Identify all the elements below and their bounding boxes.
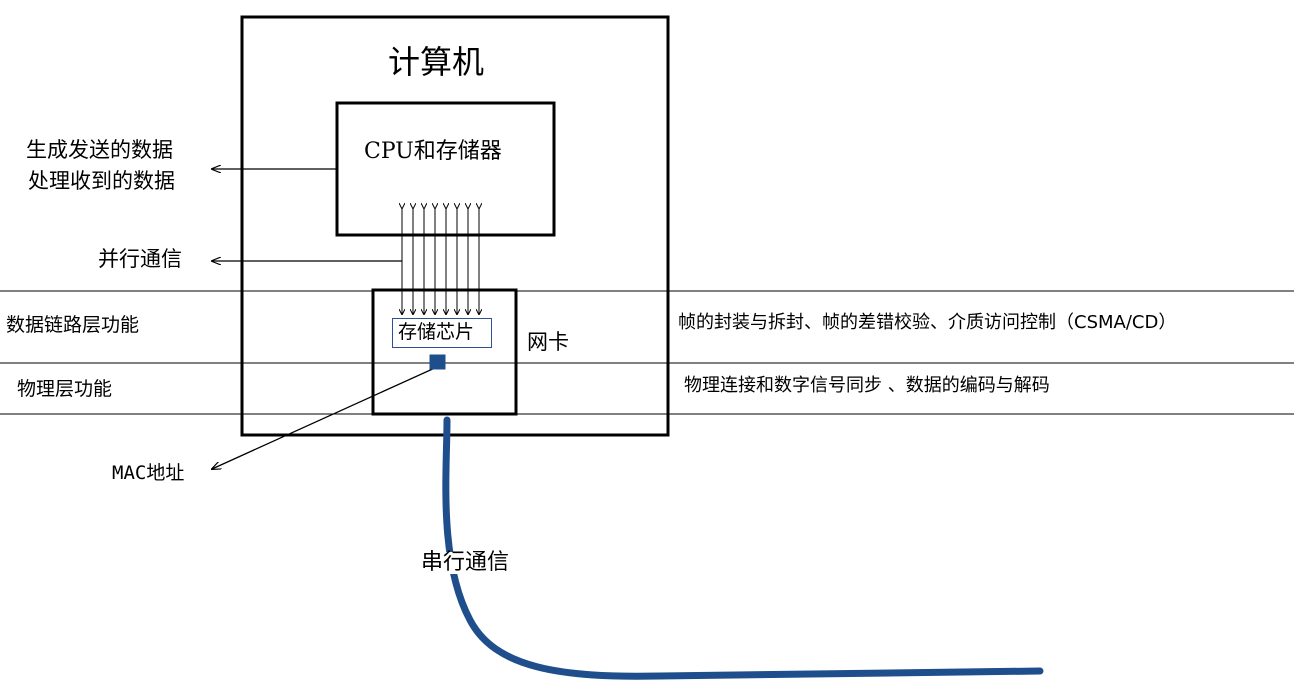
mac-annotation-arrow <box>212 366 438 469</box>
network-card-box <box>371 288 518 416</box>
computer-box <box>240 15 670 437</box>
physical-layer-label: 物理层功能 <box>17 378 113 400</box>
parallel-bus-arrows <box>402 208 479 314</box>
storage-chip-label: 存储芯片 <box>398 321 475 343</box>
parallel-comm-label: 并行通信 <box>98 247 182 271</box>
cpu-memory-label: CPU和存储器 <box>364 139 502 164</box>
data-link-functions: 帧的封装与拆封、帧的差错校验、介质访问控制（CSMA/CD） <box>678 312 1177 333</box>
mac-address-label: MAC地址 <box>112 462 185 484</box>
generate-data-label: 生成发送的数据 <box>26 138 173 162</box>
data-link-layer-label: 数据链路层功能 <box>6 314 140 336</box>
network-card-label: 网卡 <box>527 330 569 354</box>
mac-port <box>429 354 446 370</box>
physical-functions: 物理连接和数字信号同步 、数据的编码与解码 <box>684 375 1050 396</box>
serial-comm-label: 串行通信 <box>419 550 512 575</box>
process-data-label: 处理收到的数据 <box>28 169 175 193</box>
serial-cable <box>442 416 1044 680</box>
storage-chip-box <box>392 318 492 348</box>
computer-title: 计算机 <box>388 43 485 81</box>
